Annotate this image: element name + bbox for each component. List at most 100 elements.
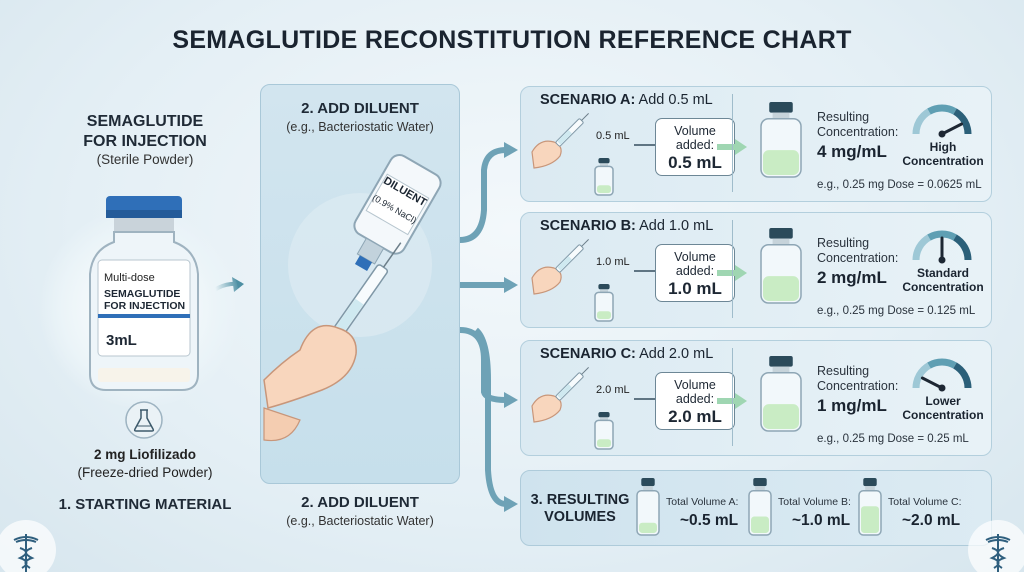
gauge-label-2: Concentration: [902, 408, 984, 422]
flask-icon: [125, 401, 163, 439]
scenario-divider: [732, 94, 733, 192]
result-vial-icon: [748, 478, 772, 536]
scenario-title-rest: Add 0.5 mL: [635, 92, 713, 108]
small-vial-icon: [594, 284, 614, 322]
scenario-title-bold: SCENARIO B:: [540, 218, 636, 234]
scenario-title: SCENARIO B: Add 1.0 mL: [540, 218, 713, 234]
arrow-right-icon: [717, 393, 747, 409]
result-vial-icon: [858, 478, 882, 536]
gauge-label-2: Concentration: [902, 154, 984, 168]
gauge-label-2: Concentration: [902, 280, 984, 294]
volume-label-2: added:: [675, 138, 715, 152]
dose-example: e.g., 0.25 mg Dose = 0.25 mL: [817, 433, 969, 445]
vial-label-name: SEMAGLUTIDE: [104, 288, 181, 300]
starting-subtitle: (Sterile Powder): [96, 152, 194, 167]
gauge-label-1: Lower: [925, 394, 961, 408]
arrow-right-icon: [717, 265, 747, 281]
volume-value: 0.5 mL: [668, 153, 722, 172]
resulting-label-1: Resulting: [817, 110, 870, 124]
reconstituted-vial-icon: [760, 356, 802, 432]
step-2-sub: (e.g., Bacteriostatic Water): [286, 514, 434, 528]
total-volume-value: ~1.0 mL: [792, 512, 851, 529]
scenario-title-rest: Add 1.0 mL: [635, 218, 714, 234]
results-heading: 3. RESULTING VOLUMES: [530, 492, 630, 526]
hand-syringe-icon: [531, 239, 589, 295]
scenario-divider: [732, 220, 733, 318]
concentration-value: 4 mg/mL: [817, 142, 887, 161]
total-volume-value: ~2.0 mL: [902, 512, 961, 529]
reconstituted-vial-icon: [760, 102, 802, 178]
small-vial-icon: [594, 412, 614, 450]
hand-syringe-icon: [531, 113, 589, 169]
powder-amount: 2 mg Liofilizado: [93, 447, 196, 462]
total-volume-label: Total Volume C:: [888, 496, 962, 508]
volume-label-1: Volume: [674, 250, 716, 264]
diluent-panel-sub: (e.g., Bacteriostatic Water): [286, 120, 434, 134]
small-vial-icon: [594, 158, 614, 196]
concentration-gauge-icon: [912, 230, 972, 264]
resulting-label-2: Concentration:: [817, 251, 899, 265]
syringe-volume-label: 2.0 mL: [596, 384, 630, 396]
scenario-divider: [732, 348, 733, 446]
results-heading-line2: VOLUMES: [544, 509, 616, 525]
diluent-bottle-icon: [263, 154, 442, 442]
total-volume-label: Total Volume B:: [778, 496, 851, 508]
scenario-title-bold: SCENARIO C:: [540, 346, 636, 362]
result-vial-icon: [636, 478, 660, 536]
scenario-title: SCENARIO C: Add 2.0 mL: [540, 346, 713, 362]
starting-title-line2: FOR INJECTION: [83, 133, 207, 150]
concentration-value: 2 mg/mL: [817, 268, 887, 287]
reconstituted-vial-icon: [760, 228, 802, 304]
resulting-label-1: Resulting: [817, 236, 870, 250]
results-heading-line1: 3. RESULTING: [530, 492, 630, 508]
volume-value: 2.0 mL: [668, 407, 722, 426]
concentration-gauge-icon: [912, 104, 972, 138]
volume-label-1: Volume: [674, 124, 716, 138]
dose-example: e.g., 0.25 mg Dose = 0.0625 mL: [817, 179, 982, 191]
powder-type: (Freeze-dried Powder): [77, 465, 213, 480]
scenario-title-bold: SCENARIO A:: [540, 92, 636, 108]
total-volume-label: Total Volume A:: [666, 496, 739, 508]
powder-info: 2 mg Liofilizado (Freeze-dried Powder): [40, 446, 250, 482]
resulting-label-2: Concentration:: [817, 125, 899, 139]
dose-example: e.g., 0.25 mg Dose = 0.125 mL: [817, 305, 976, 317]
vial-label-volume: 3mL: [106, 332, 137, 349]
concentration-gauge-icon: [912, 358, 972, 392]
starting-title-line1: SEMAGLUTIDE: [86, 113, 204, 130]
gauge-label-1: Standard: [916, 266, 969, 280]
syringe-volume-label: 0.5 mL: [596, 130, 630, 142]
resulting-label-1: Resulting: [817, 364, 870, 378]
volume-label-1: Volume: [674, 378, 716, 392]
arrow-right-icon: [717, 139, 747, 155]
step-1-label: 1. STARTING MATERIAL: [58, 496, 232, 513]
syringe-volume-label: 1.0 mL: [596, 256, 630, 268]
connector-line: [634, 144, 656, 146]
connector-line: [634, 270, 656, 272]
volume-label-2: added:: [675, 392, 715, 406]
total-volume-value: ~0.5 mL: [680, 512, 739, 529]
powder-vial-icon: [89, 196, 199, 391]
volume-value: 1.0 mL: [668, 279, 722, 298]
caduceus-icon-left: [0, 520, 56, 572]
caduceus-icon-right: [968, 520, 1024, 572]
concentration-value: 1 mg/mL: [817, 396, 887, 415]
scenario-title-rest: Add 2.0 mL: [635, 346, 714, 362]
starting-title: SEMAGLUTIDE FOR INJECTION: [40, 112, 250, 152]
vial-label-injection: FOR INJECTION: [104, 300, 186, 312]
volume-label-2: added:: [675, 264, 715, 278]
hand-syringe-icon: [531, 367, 589, 423]
resulting-label-2: Concentration:: [817, 379, 899, 393]
connector-line: [634, 398, 656, 400]
scenario-title: SCENARIO A: Add 0.5 mL: [540, 92, 713, 108]
vial-label-multidose: Multi-dose: [104, 272, 155, 284]
diluent-panel-title: 2. ADD DILUENT: [301, 100, 419, 117]
gauge-label-1: High: [929, 140, 957, 154]
page-title: SEMAGLUTIDE RECONSTITUTION REFERENCE CHA…: [172, 26, 852, 54]
step-2-label: 2. ADD DILUENT: [301, 494, 419, 511]
